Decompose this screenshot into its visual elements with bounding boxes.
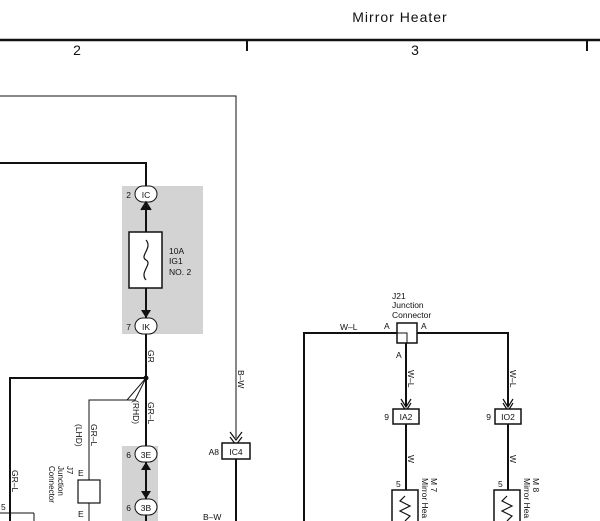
connector-ic-pin: 2 (126, 190, 131, 200)
mirror-heater-m8 (493, 489, 521, 521)
wire-label-gr-l-left: GR–L (10, 470, 20, 492)
connector-ic4-pin: A8 (209, 447, 220, 457)
wire-label-gr-l-rhd: GR–L (146, 402, 156, 424)
wire-gr-l-left (9, 377, 146, 521)
resistor-icon (500, 495, 514, 521)
wire-lhd (88, 377, 147, 480)
wire-b-w (0, 95, 237, 438)
connector-ia2-label: IA2 (400, 412, 413, 422)
arrow-down-icon (229, 431, 243, 441)
arrow-up-icon (140, 200, 152, 211)
wire-w-l-left (303, 332, 397, 521)
junction-j21-pin-right: A (421, 321, 427, 331)
mirror-heater-m7-pin: 5 (396, 479, 401, 489)
column-number: 3 (411, 42, 419, 58)
fuse-name: NO. 2 (169, 267, 191, 277)
wire-label-lhd: (LHD) (74, 424, 84, 447)
junction-j7-name: Junction (56, 466, 65, 496)
fuse-rating: 10A (169, 246, 184, 256)
arrow-down-icon (400, 398, 412, 409)
junction-j21-name: Connector (392, 310, 431, 320)
connector-io2-label: IO2 (501, 412, 515, 422)
arrow-down-icon (141, 491, 151, 499)
wire-label-w-l-right: W–L (508, 370, 518, 388)
connector-ik-pin: 7 (126, 322, 131, 332)
junction-j7-name: Connector (47, 466, 56, 503)
fuse-element (143, 239, 149, 281)
wire-feed (0, 162, 147, 186)
connector-3e-label: 3E (141, 450, 152, 460)
junction-j7-id: J7 (65, 466, 74, 475)
wire-label-w-l-left: W–L (406, 370, 416, 388)
wires (0, 95, 509, 521)
junction-j21-id: J21 (392, 291, 406, 301)
mirror-heater-m8-id: M 8 (531, 478, 541, 492)
wire-label-rhd: (RHD) (131, 400, 141, 424)
mirror-heater-m8-pin: 5 (498, 479, 503, 489)
resistor-icon (398, 495, 412, 521)
connector-ic4 (221, 442, 251, 460)
left-connector-pin: 5 (1, 502, 6, 512)
connector-ia2 (392, 408, 420, 425)
arrow-down-icon (141, 310, 151, 318)
wire-rhd-diagonal (126, 377, 147, 401)
junction-j21-pin-left: A (384, 321, 390, 331)
mirror-heater-m8-name: Mirror Hea (522, 478, 532, 518)
junction-j21-pin-bottom: A (396, 350, 402, 360)
junction-j7-pin-top: E (78, 468, 84, 478)
wire-w-l-right (417, 332, 509, 406)
arrow-up-icon (141, 462, 151, 470)
arrow-up-icon (141, 204, 151, 210)
wire-label-gr-l-lhd: GR–L (89, 424, 99, 446)
mirror-heater-m7-name: Mirror Hea (420, 478, 430, 518)
connector-io2 (494, 408, 522, 425)
connector-3b (134, 498, 158, 516)
connector-io2-pin: 9 (486, 412, 491, 422)
diagram-title: Mirror Heater (352, 9, 447, 25)
junction-j7-pin-bottom: E (78, 509, 84, 519)
connector-3b-pin: 6 (126, 503, 131, 513)
arrow-down-icon (502, 398, 514, 409)
connector-3e-pin: 6 (126, 450, 131, 460)
splice-point (143, 375, 149, 381)
connector-ia2-pin: 9 (384, 412, 389, 422)
connector-ic4-label: IC4 (229, 447, 243, 457)
junction-j21-name: Junction (392, 300, 424, 310)
wire-label-w-l-top: W–L (340, 322, 358, 332)
connector-3b-label: 3B (141, 503, 152, 513)
connector-ik-label: IK (142, 322, 150, 332)
connector-ik (134, 317, 158, 335)
wire-label-w-left: W (406, 455, 416, 463)
wire-label-b-w: B–W (236, 370, 246, 388)
wire-label-gr: GR (146, 350, 156, 363)
junction-j7 (77, 479, 101, 504)
junction-j21-link (397, 332, 408, 343)
connector-ic-label: IC (142, 190, 151, 200)
mirror-heater-m7-id: M 7 (429, 478, 439, 492)
wire-label-w-right: W (508, 455, 518, 463)
fuse-name: IG1 (169, 256, 183, 266)
column-number: 2 (73, 42, 81, 58)
mirror-heater-m7 (391, 489, 419, 521)
wire-label-b-w-bottom: B–W (203, 512, 221, 521)
